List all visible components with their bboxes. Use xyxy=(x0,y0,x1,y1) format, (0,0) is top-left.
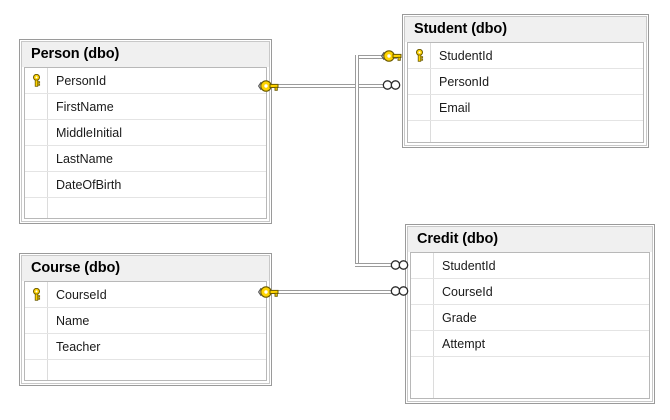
column-name: Email xyxy=(439,100,471,115)
row-key-cell xyxy=(411,305,433,330)
relationship-line-segment xyxy=(272,84,390,88)
column-gutter-divider xyxy=(47,68,48,218)
table-person-title: Person (dbo) xyxy=(22,42,269,67)
column-gutter-divider xyxy=(433,253,434,398)
table-student-columns: StudentId PersonId Email xyxy=(407,42,644,143)
column-name: PersonId xyxy=(439,74,490,89)
table-row[interactable]: StudentId xyxy=(411,253,649,279)
primary-key-icon xyxy=(32,288,40,301)
table-credit-columns: StudentId CourseId Grade Attempt xyxy=(410,252,650,399)
row-key-cell xyxy=(25,282,47,307)
primary-key-icon xyxy=(32,74,40,87)
row-key-cell xyxy=(25,172,47,197)
table-row[interactable]: Email xyxy=(408,95,643,121)
column-name: StudentId xyxy=(442,258,496,273)
row-key-cell xyxy=(25,120,47,145)
table-credit[interactable]: Credit (dbo) StudentId CourseId Grade xyxy=(405,224,655,404)
table-course[interactable]: Course (dbo) CourseId xyxy=(19,253,272,386)
table-student[interactable]: Student (dbo) StudentId xyxy=(402,14,649,148)
table-credit-title: Credit (dbo) xyxy=(408,227,652,252)
relationship-line-segment xyxy=(272,290,398,294)
row-key-cell xyxy=(408,121,430,142)
column-gutter-divider xyxy=(430,43,431,142)
table-row[interactable]: Grade xyxy=(411,305,649,331)
table-student-title: Student (dbo) xyxy=(405,17,646,42)
column-name: StudentId xyxy=(439,48,493,63)
table-course-columns: CourseId Name Teacher xyxy=(24,281,267,381)
relationship-one-key-icon xyxy=(258,286,279,298)
row-key-cell xyxy=(25,360,47,380)
column-name: FirstName xyxy=(56,99,114,114)
table-row[interactable]: PersonId xyxy=(25,68,266,94)
row-key-cell xyxy=(411,253,433,278)
table-empty-row[interactable] xyxy=(408,121,643,142)
column-name: CourseId xyxy=(442,284,493,299)
column-name: Teacher xyxy=(56,339,101,354)
row-key-cell xyxy=(25,68,47,93)
table-row[interactable]: MiddleInitial xyxy=(25,120,266,146)
row-key-cell xyxy=(25,146,47,171)
table-empty-row[interactable] xyxy=(25,360,266,380)
column-name: Name xyxy=(56,313,90,328)
relationship-one-key-icon xyxy=(258,80,279,92)
table-person-columns: PersonId FirstName MiddleInitial LastNam… xyxy=(24,67,267,219)
column-name: PersonId xyxy=(56,73,107,88)
column-name: Attempt xyxy=(442,336,486,351)
relationship-line-segment xyxy=(355,55,397,59)
column-name: CourseId xyxy=(56,287,107,302)
row-key-cell xyxy=(25,308,47,333)
table-row[interactable]: PersonId xyxy=(408,69,643,95)
relationship-one-key-icon xyxy=(381,50,402,62)
relationship-many-infinity-icon xyxy=(390,260,409,270)
relationship-line-segment xyxy=(355,55,359,267)
column-name: MiddleInitial xyxy=(56,125,123,140)
table-row[interactable]: StudentId xyxy=(408,43,643,69)
primary-key-icon xyxy=(415,49,423,62)
table-row[interactable]: LastName xyxy=(25,146,266,172)
row-key-cell xyxy=(25,94,47,119)
table-row[interactable]: DateOfBirth xyxy=(25,172,266,198)
row-key-cell xyxy=(411,331,433,356)
row-key-cell xyxy=(411,357,433,398)
column-name: DateOfBirth xyxy=(56,177,122,192)
relationship-many-infinity-icon xyxy=(390,286,409,296)
table-person[interactable]: Person (dbo) PersonId xyxy=(19,39,272,224)
column-name: LastName xyxy=(56,151,113,166)
column-name: Grade xyxy=(442,310,477,325)
table-row[interactable]: CourseId xyxy=(25,282,266,308)
table-row[interactable]: CourseId xyxy=(411,279,649,305)
row-key-cell xyxy=(25,198,47,218)
table-row[interactable]: Name xyxy=(25,308,266,334)
relationship-many-infinity-icon xyxy=(382,80,401,90)
table-empty-row[interactable] xyxy=(411,357,649,398)
table-row[interactable]: FirstName xyxy=(25,94,266,120)
table-course-title: Course (dbo) xyxy=(22,256,269,281)
relationship-line-segment xyxy=(355,263,398,267)
table-row[interactable]: Attempt xyxy=(411,331,649,357)
row-key-cell xyxy=(408,69,430,94)
row-key-cell xyxy=(25,334,47,359)
row-key-cell xyxy=(408,43,430,68)
column-gutter-divider xyxy=(47,282,48,380)
row-key-cell xyxy=(408,95,430,120)
table-row[interactable]: Teacher xyxy=(25,334,266,360)
table-empty-row[interactable] xyxy=(25,198,266,218)
row-key-cell xyxy=(411,279,433,304)
